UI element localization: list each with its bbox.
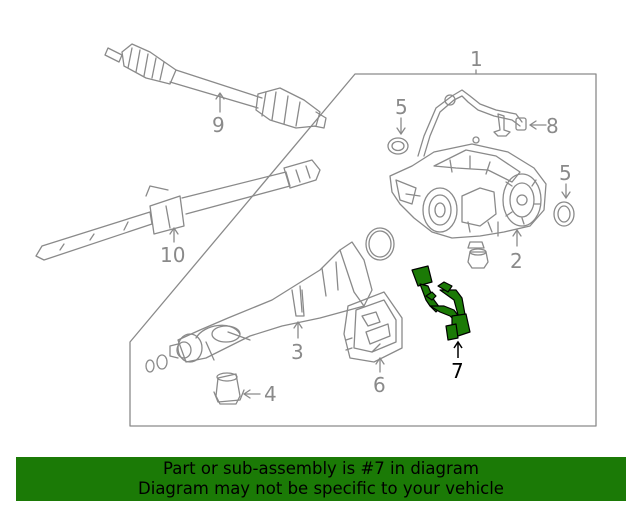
callout-arrow-5b xyxy=(561,191,571,199)
control-module xyxy=(343,291,403,363)
info-banner: Part or sub-assembly is #7 in diagram Di… xyxy=(16,457,626,501)
callout-arrow-4 xyxy=(243,389,251,399)
vent-hose xyxy=(417,89,527,157)
callout-3: 3 xyxy=(291,340,304,364)
callout-arrow-10 xyxy=(169,227,179,235)
callout-10: 10 xyxy=(160,243,185,267)
banner-line-1: Part or sub-assembly is #7 in diagram xyxy=(163,459,479,478)
seal-left xyxy=(387,137,409,155)
half-shaft xyxy=(104,43,327,129)
mount xyxy=(213,372,245,405)
callout-arrow-2 xyxy=(512,229,522,237)
assembly-boundary xyxy=(129,73,597,427)
callout-arrow-3 xyxy=(293,321,303,329)
callout-1: 1 xyxy=(470,47,483,71)
small-seal-1 xyxy=(145,359,155,373)
wiring-harness-highlighted xyxy=(411,265,471,341)
callout-5b: 5 xyxy=(559,161,572,185)
small-seal-2 xyxy=(156,354,168,370)
callout-arrow-9 xyxy=(215,92,225,100)
callout-arrow-7 xyxy=(453,340,463,349)
callout-arrow-6 xyxy=(375,357,385,365)
differential xyxy=(389,136,547,249)
callout-4: 4 xyxy=(264,382,277,406)
callout-8: 8 xyxy=(546,114,559,138)
housing xyxy=(169,241,373,363)
callout-arrow-5a xyxy=(396,127,406,135)
seal-right xyxy=(553,201,575,227)
parts-diagram: 1 2 3 4 5 5 6 7 8 9 10 xyxy=(35,43,597,427)
callout-7: 7 xyxy=(451,359,464,383)
callout-9: 9 xyxy=(212,113,225,137)
o-ring xyxy=(365,227,395,261)
banner-line-2: Diagram may not be specific to your vehi… xyxy=(138,479,504,498)
diff-bushing xyxy=(467,248,489,269)
propeller-shaft xyxy=(35,159,321,261)
callout-arrow-8 xyxy=(529,120,537,130)
callout-6: 6 xyxy=(373,373,386,397)
callout-5a: 5 xyxy=(395,95,408,119)
callout-2: 2 xyxy=(510,249,523,273)
